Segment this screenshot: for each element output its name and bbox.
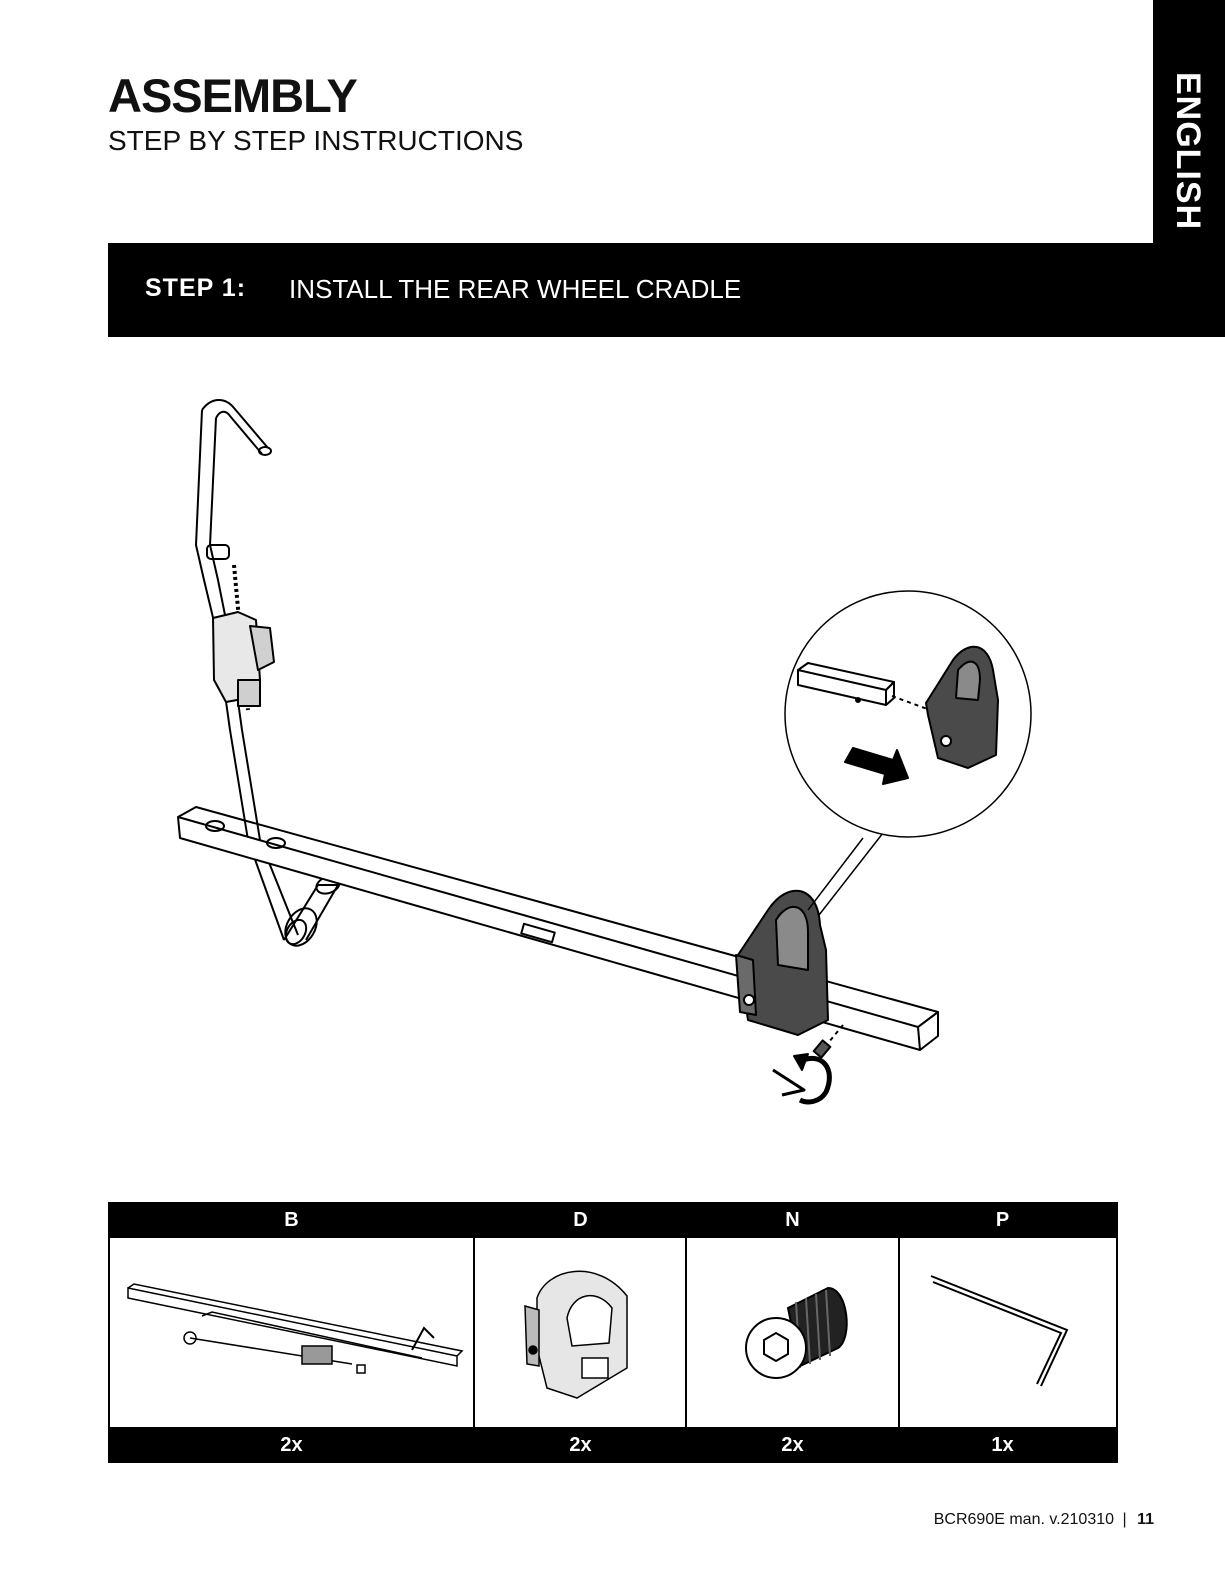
- assembly-illustration: [108, 380, 1108, 1120]
- page-number: 11: [1137, 1511, 1154, 1528]
- language-tab-label: ENGLISH: [1159, 72, 1217, 220]
- tray-assembly-icon: [112, 1238, 472, 1427]
- page-subtitle: STEP BY STEP INSTRUCTIONS: [108, 124, 523, 158]
- parts-table: B D N P: [108, 1202, 1118, 1463]
- page-title: ASSEMBLY: [108, 70, 357, 122]
- part-letter: N: [686, 1202, 899, 1238]
- bolt-and-hex-key: [773, 1025, 843, 1102]
- parts-table-footer: 2x 2x 2x 1x: [108, 1427, 1118, 1463]
- button-head-bolt-icon: [688, 1238, 897, 1427]
- part-quantity: 1x: [899, 1427, 1106, 1463]
- step-title: INSTALL THE REAR WHEEL CRADLE: [289, 274, 741, 305]
- part-letter: P: [899, 1202, 1106, 1238]
- part-quantity: 2x: [686, 1427, 899, 1463]
- part-letter: B: [108, 1202, 475, 1238]
- part-quantity: 2x: [475, 1427, 686, 1463]
- part-letter: D: [475, 1202, 686, 1238]
- column-divider: [473, 1238, 475, 1427]
- hex-key-icon: [901, 1238, 1106, 1427]
- step-number: STEP 1:: [145, 274, 246, 303]
- part-quantity: 2x: [108, 1427, 475, 1463]
- detail-callout: [785, 591, 1031, 915]
- page-footer: BCR690E man. v.210310 | 11: [900, 1511, 1154, 1529]
- wheel-cradle-icon: [477, 1238, 684, 1427]
- parts-table-header: B D N P: [108, 1202, 1118, 1238]
- step-banner: STEP 1: INSTALL THE REAR WHEEL CRADLE: [108, 243, 1225, 337]
- document-version: BCR690E man. v.210310: [934, 1511, 1114, 1528]
- column-divider: [685, 1238, 687, 1427]
- footer-separator: |: [1122, 1511, 1126, 1528]
- column-divider: [898, 1238, 900, 1427]
- wheel-cradle: [736, 891, 828, 1035]
